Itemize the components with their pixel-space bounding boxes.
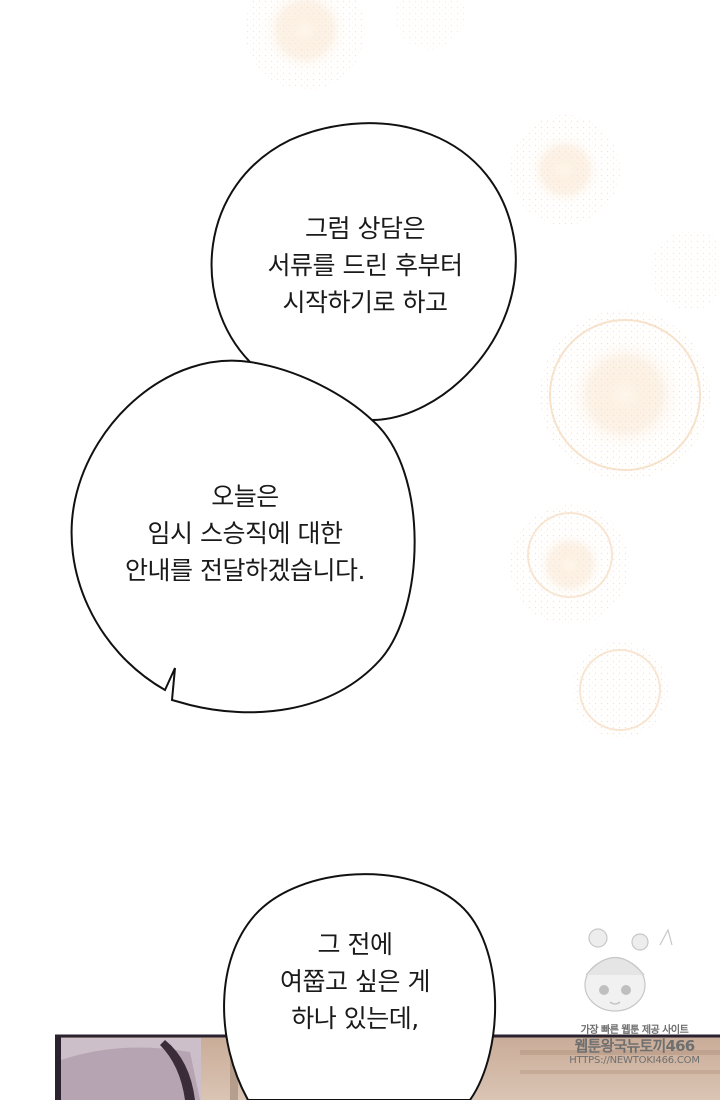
dialogue-text-bottom: 그 전에 여쭙고 싶은 게 하나 있는데, [230, 926, 480, 1037]
dialogue-line: 그 전에 [317, 930, 393, 959]
watermark-tagline: 가장 빠른 웹툰 제공 사이트 [580, 1025, 689, 1036]
watermark-site-name: 웹툰왕국뉴토끼466 [574, 1037, 696, 1055]
dialogue-line: 임시 스승직에 대한 [147, 519, 343, 548]
site-watermark: 가장 빠른 웹툰 제공 사이트 웹툰왕국뉴토끼466 HTTPS://NEWTO… [552, 1024, 717, 1067]
dialogue-line: 하나 있는데, [291, 1004, 419, 1033]
dialogue-text-top: 그럼 상담은 서류를 드린 후부터 시작하기로 하고 [225, 210, 505, 321]
speech-bubble-bottom [223, 873, 497, 1100]
dialogue-line: 오늘은 [211, 482, 279, 511]
dialogue-line: 서류를 드린 후부터 [267, 251, 463, 280]
dialogue-text-middle: 오늘은 임시 스승직에 대한 안내를 전달하겠습니다. [90, 478, 400, 589]
speech-bubble-middle [70, 359, 416, 714]
dialogue-line: 안내를 전달하겠습니다. [125, 556, 365, 585]
dialogue-line: 그럼 상담은 [305, 214, 425, 243]
dialogue-line: 시작하기로 하고 [282, 288, 448, 317]
watermark-mascot [584, 928, 673, 1012]
sparkle-background [245, 0, 720, 738]
dialogue-line: 여쭙고 싶은 게 [280, 967, 430, 996]
watermark-url: HTTPS://NEWTOKI466.COM [569, 1055, 700, 1066]
